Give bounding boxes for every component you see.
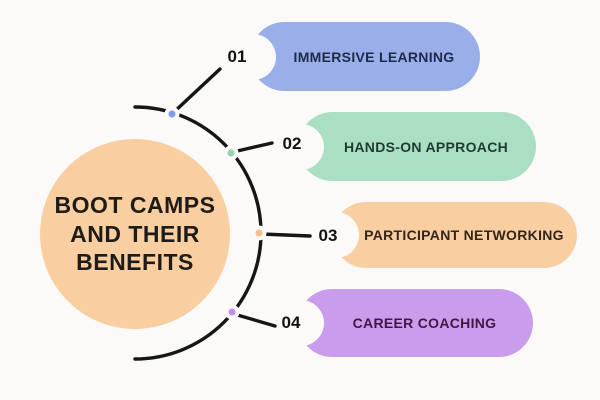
pill-notch-4 — [278, 300, 324, 346]
connector-line-2 — [231, 141, 274, 154]
benefit-pill-immersive-learning: IMMERSIVE LEARNING — [230, 22, 480, 91]
page-title-line-1: BOOT CAMPS — [54, 191, 216, 218]
page-title: BOOT CAMPS AND THEIR BENEFITS — [55, 191, 216, 278]
pill-notch-2 — [278, 123, 324, 170]
benefit-label-3: PARTICIPANT NETWORKING — [364, 227, 564, 243]
benefit-number-2: 02 — [282, 134, 302, 153]
main-topic-circle: BOOT CAMPS AND THEIR BENEFITS — [40, 139, 230, 329]
connector-line-1 — [172, 67, 222, 114]
page-title-line-2: AND THEIR — [70, 220, 200, 247]
benefit-pill-participant-networking: PARTICIPANT NETWORKING — [313, 202, 577, 268]
benefit-number-4: 04 — [281, 313, 301, 332]
connector-dot-1 — [164, 106, 180, 122]
connector-dot-4 — [224, 304, 240, 320]
pill-notch-1 — [230, 33, 276, 80]
benefit-number-3: 03 — [318, 226, 338, 245]
benefit-pill-career-coaching: CAREER COACHING — [278, 289, 533, 357]
benefit-number-1: 01 — [227, 47, 247, 66]
connector-dot-2 — [223, 145, 239, 161]
pill-notch-3 — [313, 212, 359, 258]
connector-line-3 — [259, 232, 312, 238]
page-title-line-3: BENEFITS — [76, 249, 194, 276]
benefit-pill-hands-on-approach: HANDS-ON APPROACH — [278, 112, 536, 181]
benefit-label-2: HANDS-ON APPROACH — [343, 138, 509, 155]
connector-dot-3 — [251, 225, 267, 241]
benefit-label-4: CAREER COACHING — [352, 315, 497, 331]
benefit-label-1: IMMERSIVE LEARNING — [293, 48, 455, 65]
connector-line-4 — [232, 312, 277, 328]
